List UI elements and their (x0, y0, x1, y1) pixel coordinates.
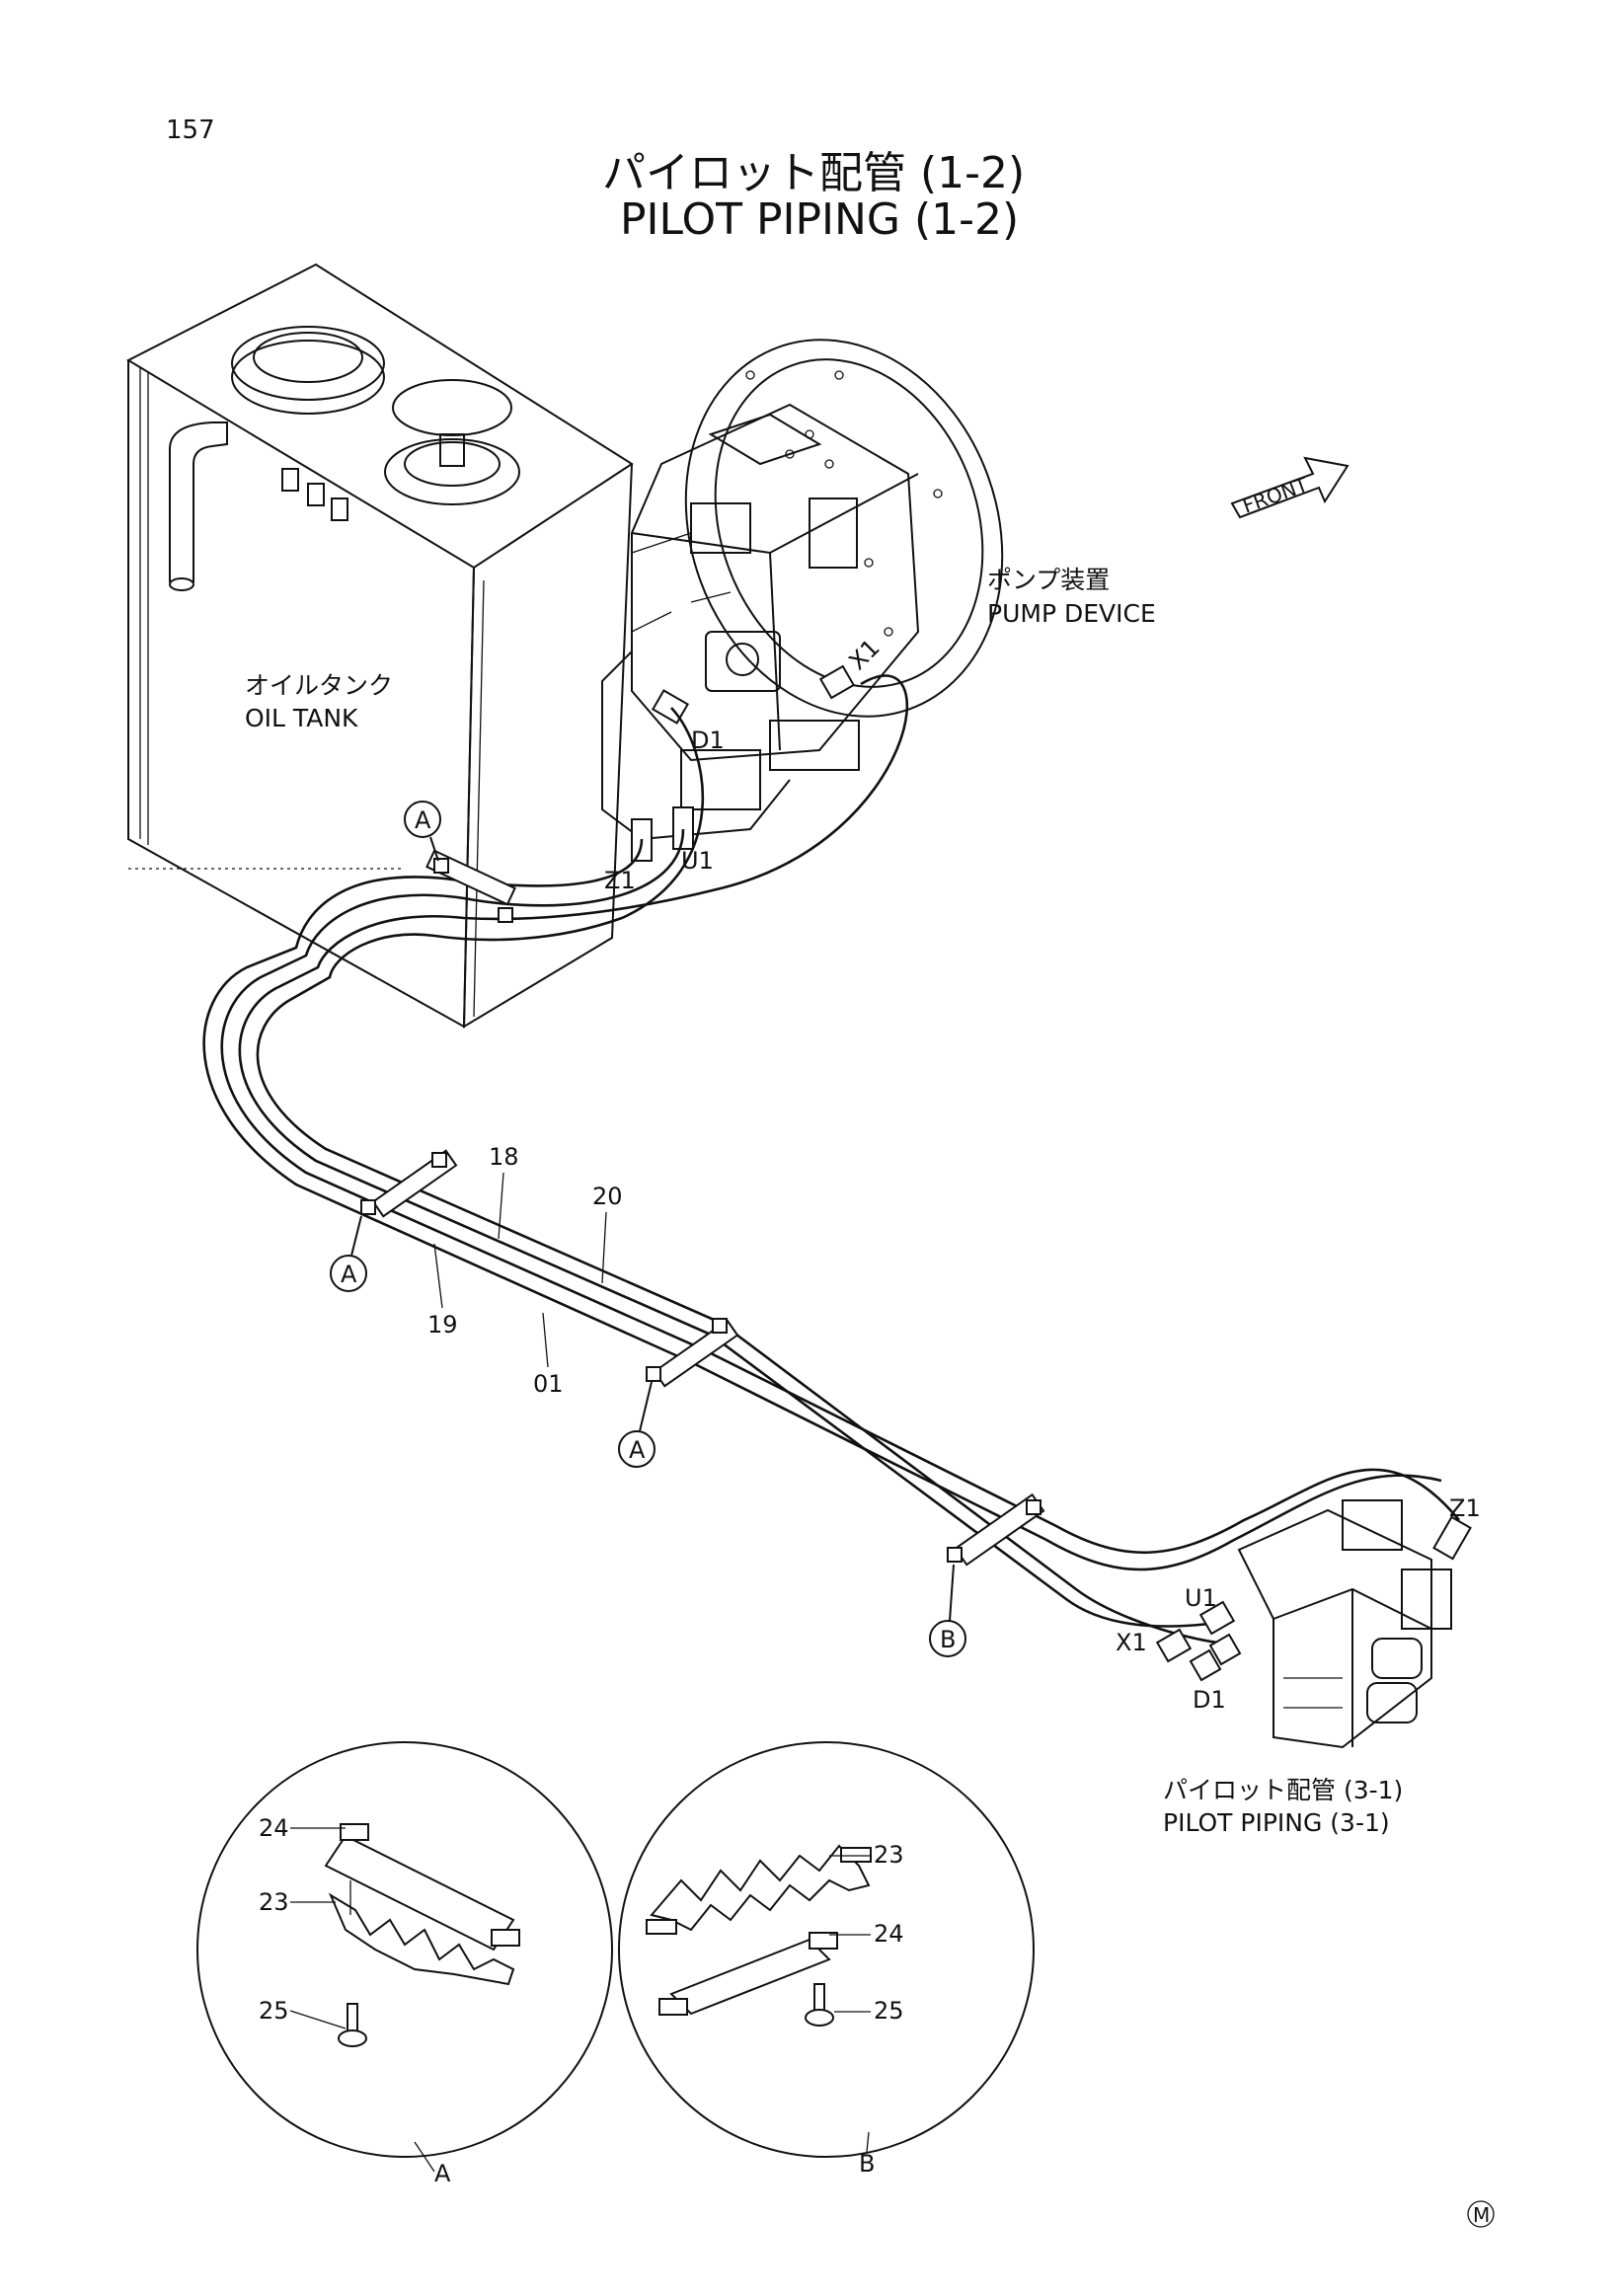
pump-port-d1: D1 (691, 727, 725, 754)
valve-port-x1: X1 (1116, 1629, 1147, 1656)
detail-b-part-25: 25 (874, 1997, 904, 2025)
pilot-hose-bundle (202, 674, 1461, 1645)
valve-port-z1: Z1 (1449, 1494, 1481, 1522)
svg-text:A: A (341, 1261, 357, 1288)
reference-label-english: PILOT PIPING (3-1) (1163, 1808, 1390, 1837)
detail-b-title: B (859, 2150, 875, 2178)
title-english: PILOT PIPING (1-2) (620, 194, 1019, 245)
detail-a-title: A (434, 2160, 451, 2187)
part-number-01: 01 (533, 1370, 564, 1398)
oil-tank-label-japanese: オイルタンク (245, 671, 393, 700)
hose-clamp-b (947, 1492, 1045, 1567)
m-mark-icon: M (1467, 2200, 1495, 2228)
control-valve-illustration (1155, 1499, 1472, 1749)
part-number-20: 20 (592, 1183, 623, 1210)
page-number: 157 (166, 115, 215, 145)
svg-text:A: A (415, 806, 431, 834)
detail-a-part-25: 25 (259, 1997, 289, 2025)
hose-clamp-middle (646, 1318, 739, 1388)
part-number-19: 19 (427, 1311, 458, 1339)
front-arrow-icon: FRONT (1230, 456, 1350, 519)
callout-a-tank: A (404, 801, 441, 862)
pump-port-x1: X1 (843, 634, 885, 675)
hose-clamp-front (360, 1149, 458, 1218)
pump-device-label-japanese: ポンプ装置 (987, 566, 1110, 594)
title-japanese: パイロット配管 (1-2) (602, 148, 1025, 198)
callout-a-front: A (330, 1215, 367, 1292)
pump-device-label-english: PUMP DEVICE (987, 599, 1156, 628)
detail-a-part-23: 23 (259, 1888, 289, 1916)
detail-b-circle (618, 1741, 1035, 2158)
svg-text:A: A (629, 1436, 646, 1464)
valve-port-d1: D1 (1193, 1686, 1226, 1714)
pump-device-illustration (601, 339, 1004, 862)
detail-a-part-24: 24 (259, 1814, 289, 1842)
svg-text:M: M (1473, 2203, 1490, 2227)
detail-b-part-24: 24 (874, 1920, 904, 1948)
hose-clamp-tank (425, 849, 516, 923)
front-arrow-label: FRONT (1240, 473, 1312, 518)
svg-text:B: B (940, 1626, 956, 1653)
reference-label-japanese: パイロット配管 (3-1) (1163, 1776, 1403, 1804)
detail-a-circle (196, 1741, 613, 2158)
oil-tank-label-english: OIL TANK (245, 704, 358, 732)
valve-port-u1: U1 (1185, 1584, 1217, 1612)
part-number-18: 18 (489, 1143, 519, 1171)
callout-a-middle: A (618, 1381, 656, 1468)
oil-tank-illustration (125, 263, 634, 1029)
callout-b: B (929, 1564, 966, 1657)
detail-b-part-23: 23 (874, 1841, 904, 1869)
